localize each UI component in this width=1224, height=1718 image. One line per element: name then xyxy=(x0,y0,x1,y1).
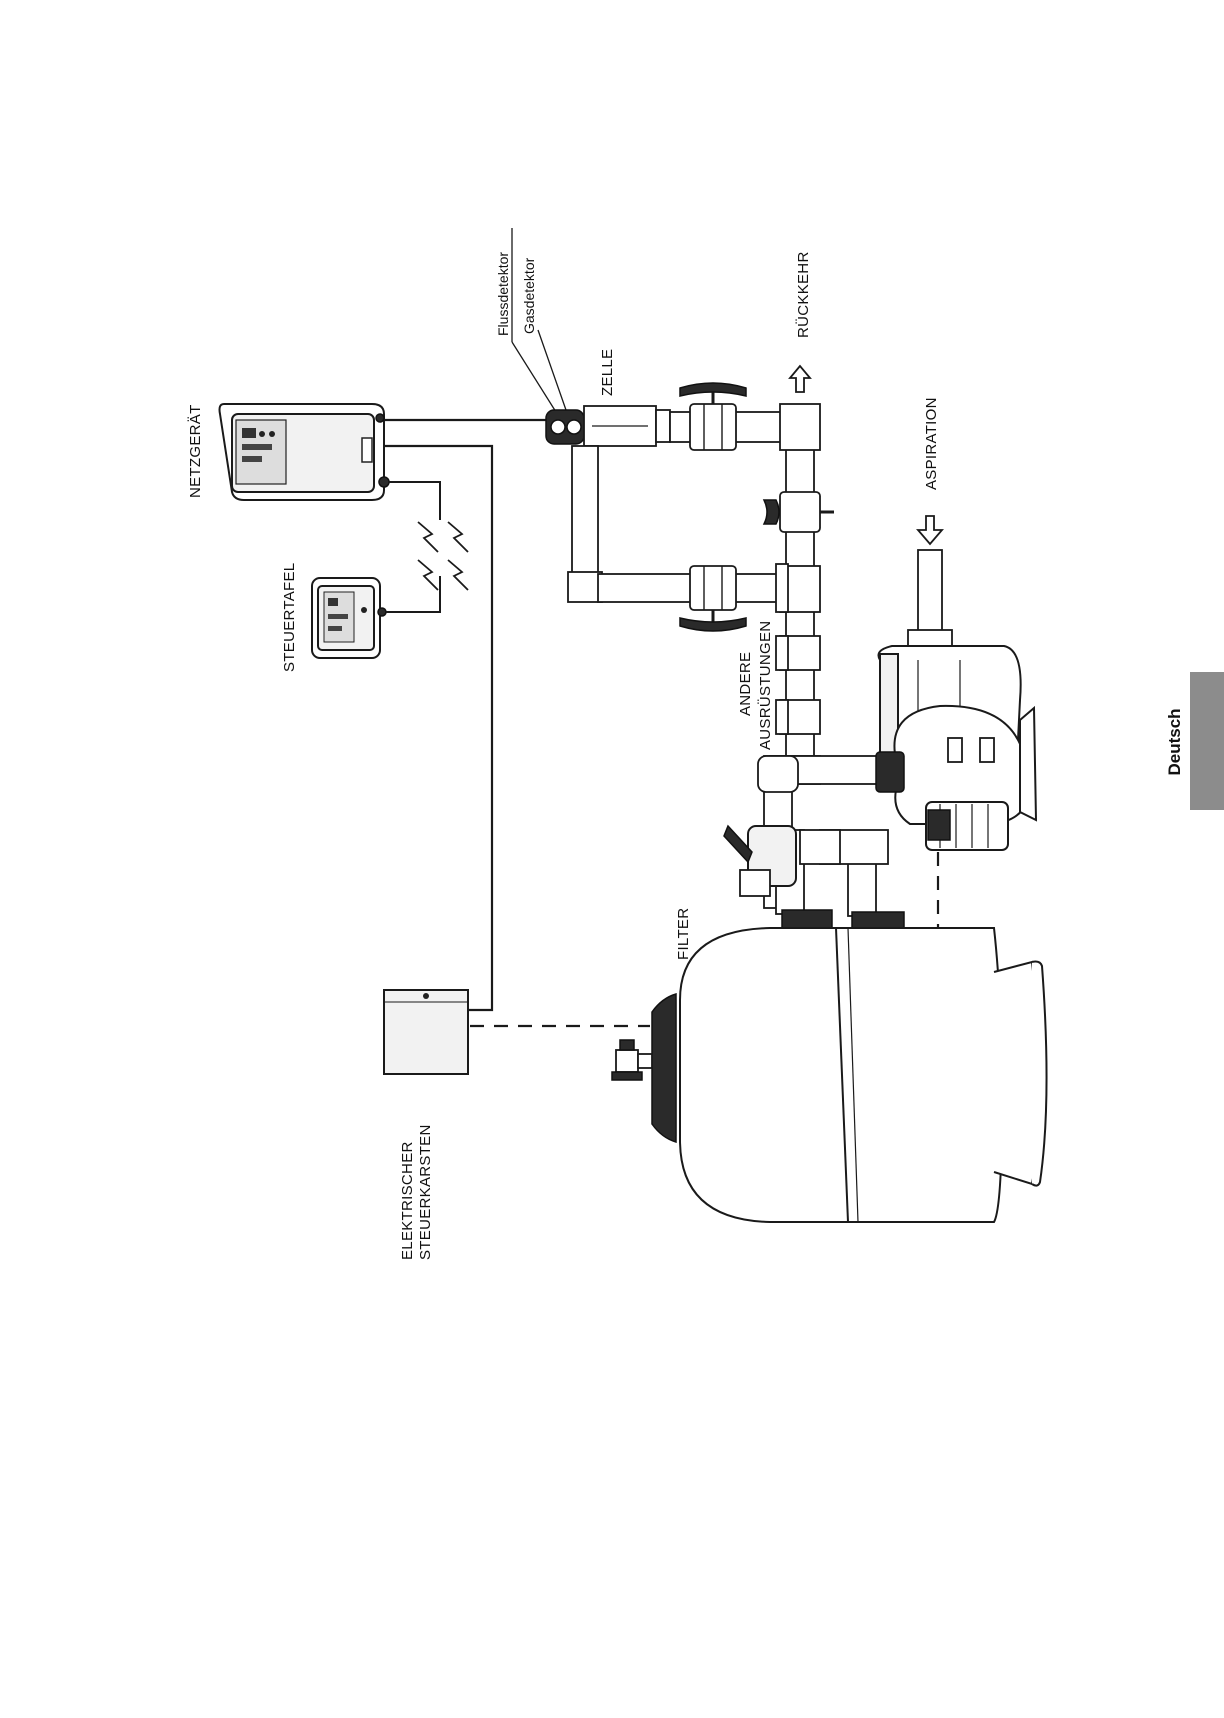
label-steuerkasten-line1: ELEKTRISCHER xyxy=(399,1141,416,1260)
bypass-valve[interactable] xyxy=(764,492,834,532)
power-supply-unit xyxy=(220,404,390,500)
filter-tank xyxy=(612,928,1047,1222)
label-flussdetektor: Flussdetektor xyxy=(495,252,511,336)
valve-lower[interactable] xyxy=(680,566,746,631)
valve-upper[interactable] xyxy=(680,383,746,450)
label-aspiration: ASPIRATION xyxy=(923,397,940,490)
electrical-control-box xyxy=(384,990,468,1074)
label-rueckkehr: RÜCKKEHR xyxy=(794,251,812,338)
language-tab-label: Deutsch xyxy=(1165,708,1184,775)
label-filter: FILTER xyxy=(675,908,692,960)
label-zelle: ZELLE xyxy=(599,349,616,396)
electrolysis-cell xyxy=(546,406,670,446)
label-steuertafel: STEUERTAFEL xyxy=(281,563,298,672)
label-netzgeraet: NETZGERÄT xyxy=(187,404,204,498)
pump xyxy=(876,550,1036,850)
multiport-valve[interactable] xyxy=(724,826,796,896)
label-andere-line1: ANDERE xyxy=(737,652,754,716)
label-andere-line2: AUSRÜSTUNGEN xyxy=(756,621,774,750)
control-panel-unit xyxy=(312,578,386,658)
label-gasdetektor: Gasdetektor xyxy=(521,257,537,334)
label-steuerkasten-line2: STEUERKARSTEN xyxy=(417,1124,434,1260)
language-tab[interactable]: Deutsch xyxy=(1165,672,1224,810)
return-arrow xyxy=(790,366,810,392)
